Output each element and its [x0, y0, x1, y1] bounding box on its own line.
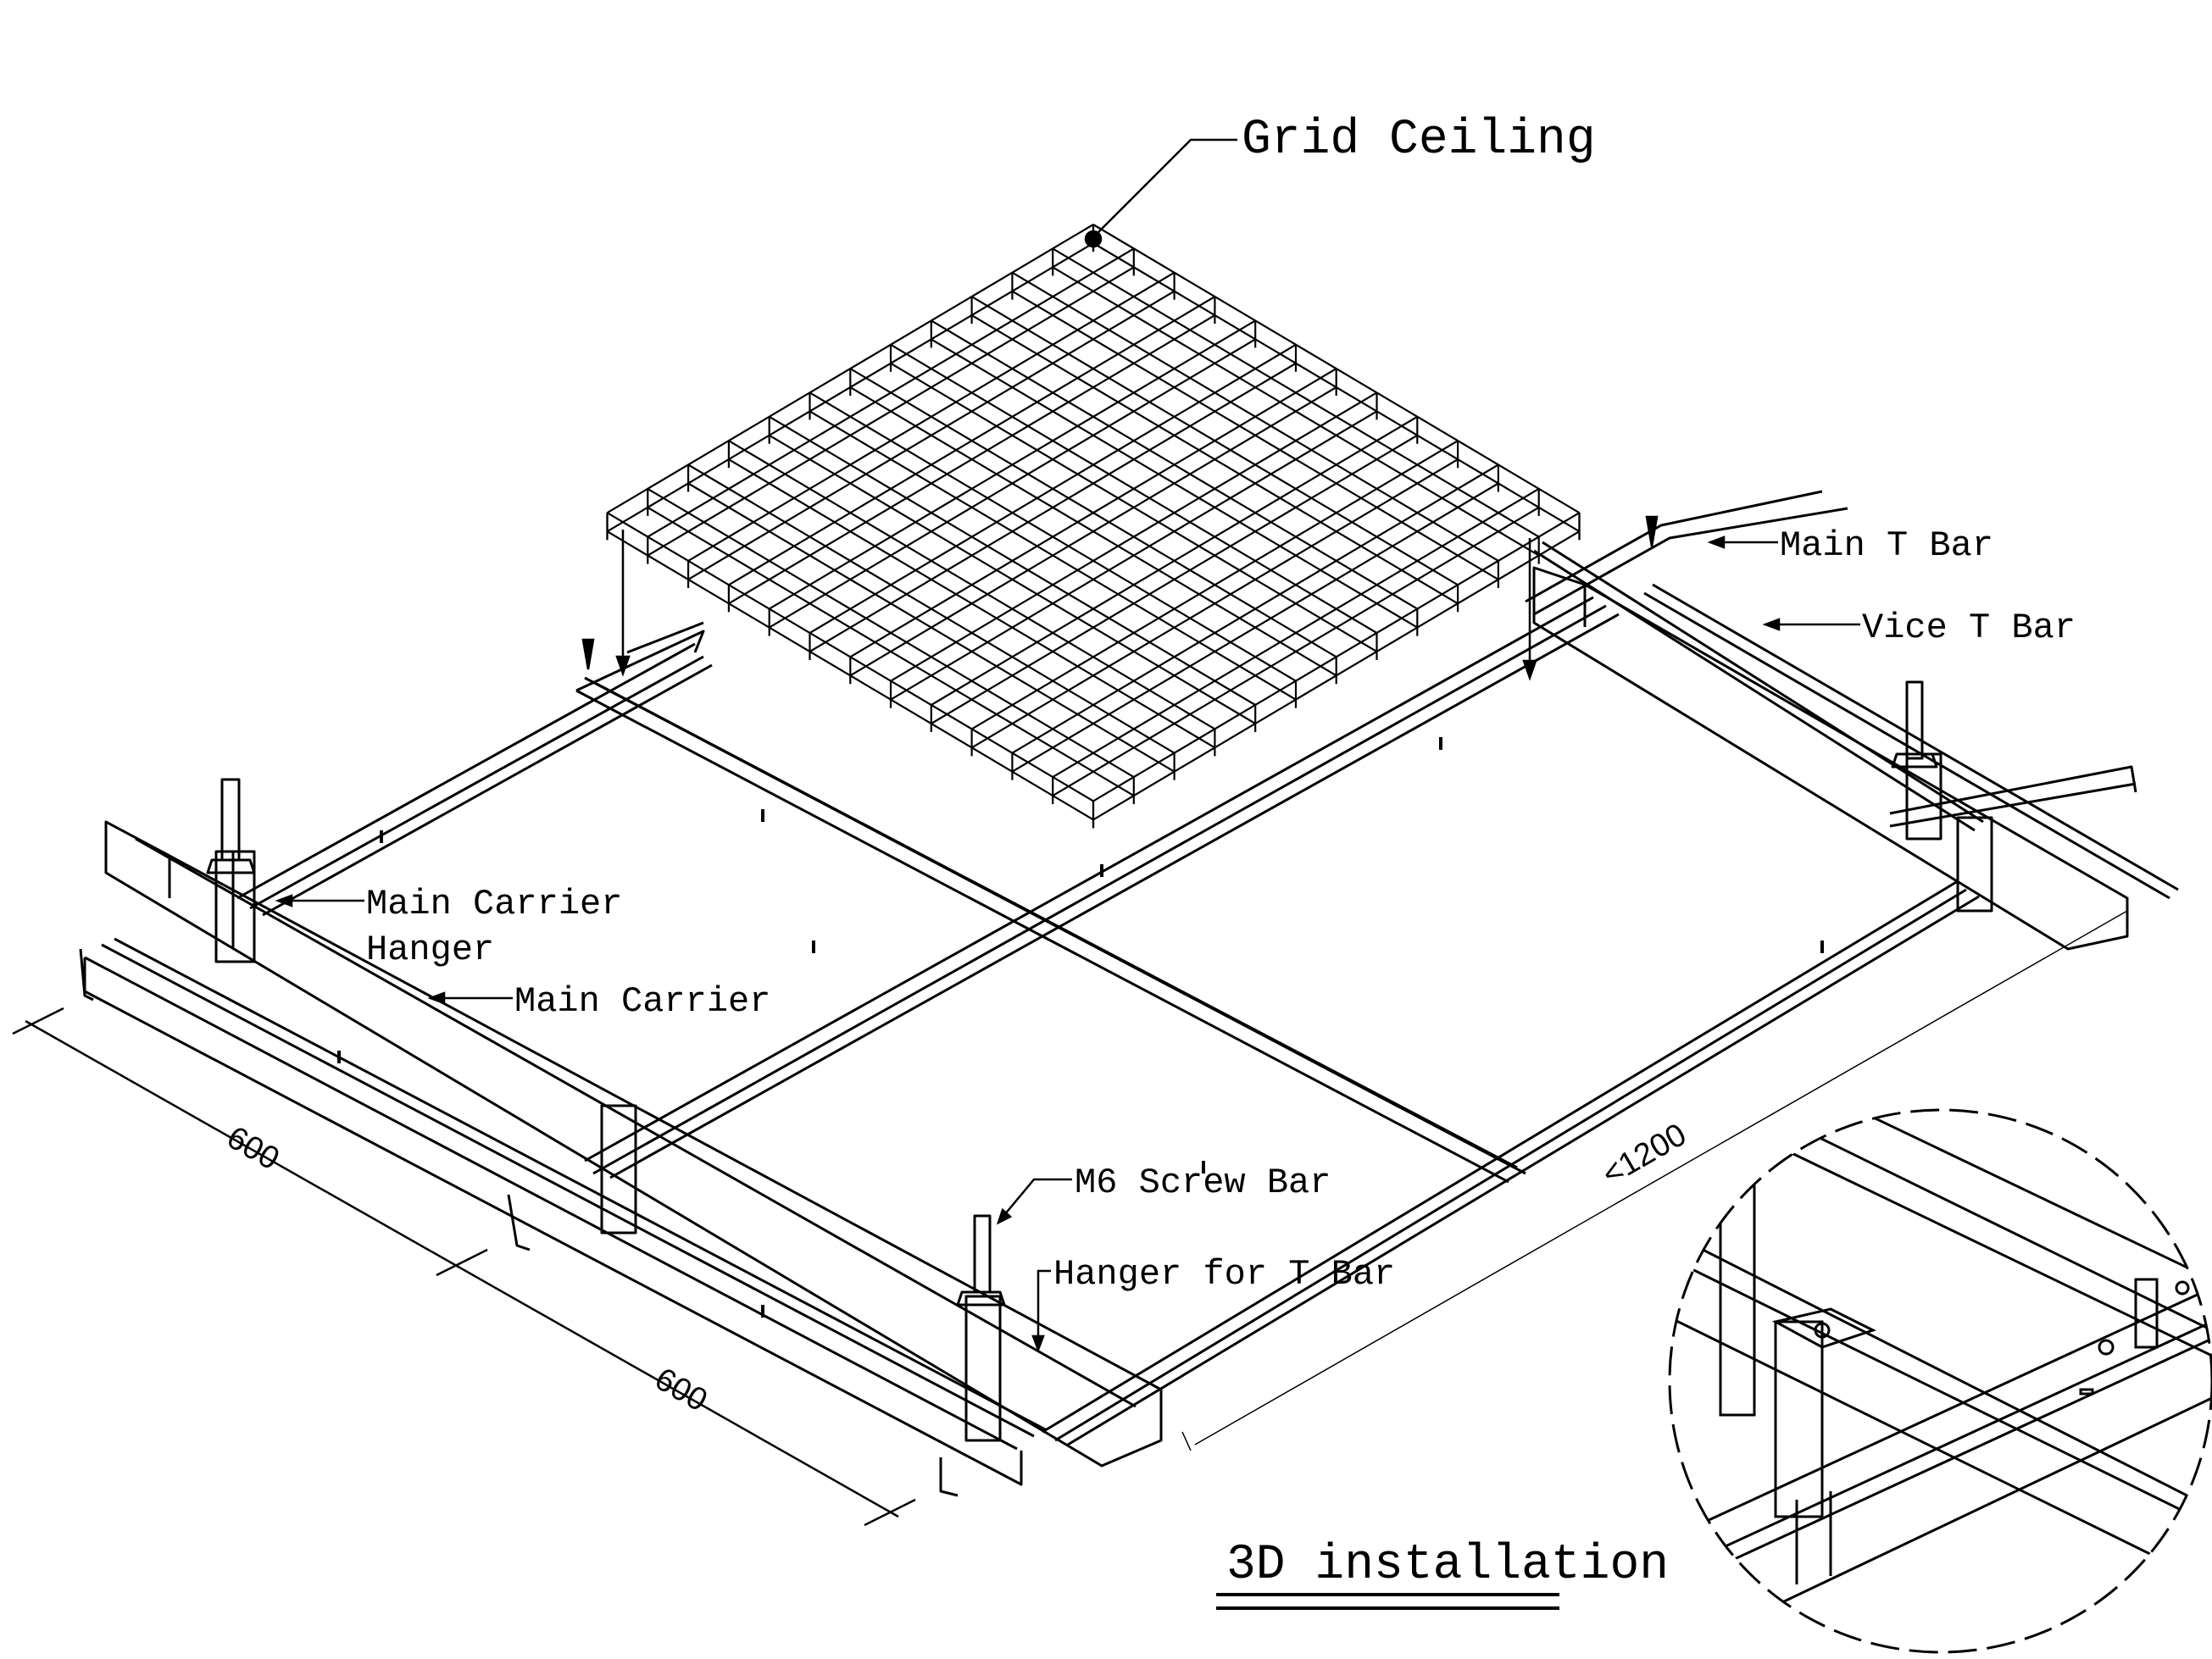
label-vice-t-bar: Vice T Bar	[1862, 608, 2076, 648]
hanger-front	[964, 1295, 1002, 1442]
grid-ceiling-panel	[606, 224, 1581, 829]
dimension-span-c: <1200	[1597, 1117, 1692, 1193]
screw-bar-left	[206, 778, 256, 874]
label-main-t-bar: Main T Bar	[1780, 525, 1993, 566]
main-t-bar-front	[83, 937, 1048, 1486]
leader-grid-ceiling	[1092, 138, 1237, 238]
hanger-left	[214, 850, 256, 963]
dimension-span-a: 600	[221, 1119, 286, 1177]
leader-lines	[275, 138, 1860, 1353]
screw-bar-front	[956, 1214, 1006, 1307]
leader-m6-screw-bar	[999, 1178, 1072, 1221]
leader-hanger-for-t-bar	[1037, 1269, 1051, 1347]
main-t-bar-right	[1533, 541, 2179, 900]
label-m6-screw-bar: M6 Screw Bar	[1075, 1162, 1331, 1203]
end-clip-front	[939, 1457, 959, 1497]
marker-right	[1645, 515, 1659, 547]
t-bar-framework	[79, 490, 2179, 1497]
label-grid-ceiling: Grid Ceiling	[1242, 113, 1596, 168]
hanger-mid	[600, 1104, 637, 1235]
label-main-carrier: Main Carrier	[514, 981, 770, 1022]
label-hanger-for-t-bar: Hanger for T Bar	[1053, 1254, 1395, 1295]
cross-t-bar-middle	[584, 490, 1848, 1179]
label-main-carrier-hanger-2: Hanger	[366, 929, 494, 970]
detail-view	[1668, 1108, 2212, 1654]
diagram-title: 3D installation	[1226, 1538, 1669, 1593]
dimension-span-c-value: 1200	[1613, 1117, 1692, 1184]
rail-slots	[337, 737, 1824, 1318]
end-clip-mid	[507, 1194, 531, 1251]
main-carrier-right	[1532, 566, 2129, 951]
cross-t-bar-left	[236, 621, 713, 917]
screw-bar-right	[1891, 680, 1938, 768]
end-clip-left	[79, 948, 94, 1002]
dimension-lines	[12, 910, 2128, 1527]
title-underline	[1216, 1593, 1559, 1610]
label-main-carrier-hanger-1: Main Carrier	[366, 884, 622, 924]
dimension-span-b: 600	[649, 1361, 714, 1418]
cross-t-bar-right	[1042, 765, 2137, 1446]
main-t-bar-back	[575, 676, 1526, 1184]
marker-left	[581, 638, 595, 670]
